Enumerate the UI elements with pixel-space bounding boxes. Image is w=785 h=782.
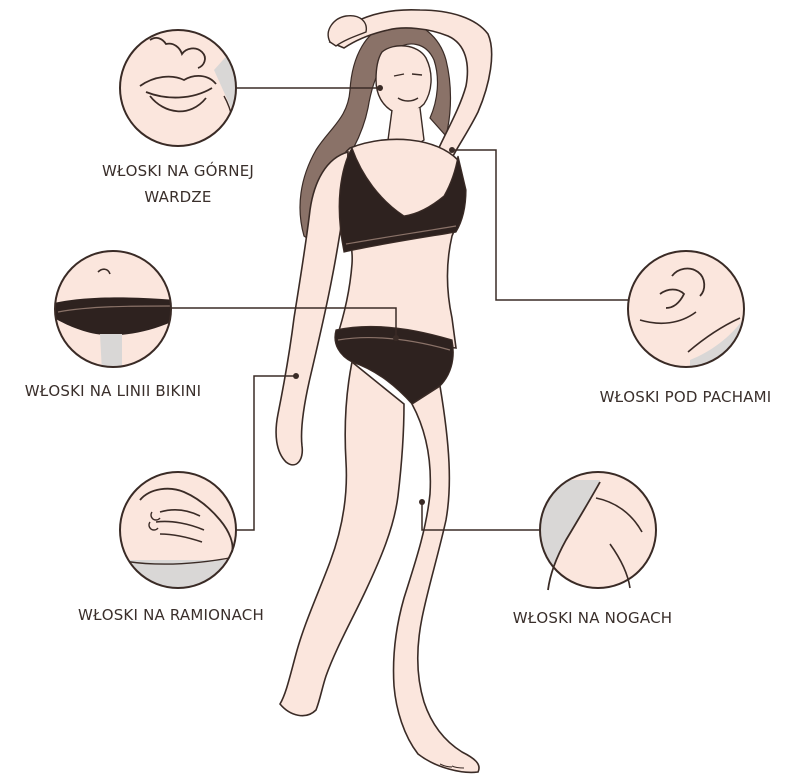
zoom-circle-bikini [50, 251, 176, 372]
zoom-circle-upper-lip [120, 30, 250, 150]
connector-underarm [452, 150, 628, 300]
label-upper-lip-line1: WŁOSKI NA GÓRNEJ [78, 158, 278, 184]
label-arms: WŁOSKI NA RAMIONACH [66, 602, 276, 628]
label-upper-lip-line2: WARDZE [78, 184, 278, 210]
face [376, 46, 431, 114]
label-bikini: WŁOSKI NA LINII BIKINI [8, 378, 218, 404]
zoom-circle-legs [530, 472, 656, 590]
front-leg [393, 386, 479, 772]
zoom-circle-arms [118, 472, 240, 600]
label-upper-lip: WŁOSKI NA GÓRNEJ WARDZE [78, 158, 278, 210]
zoom-circle-underarms [628, 251, 760, 380]
woman-figure [276, 10, 492, 773]
label-underarms: WŁOSKI POD PACHAMI [588, 384, 783, 410]
label-legs: WŁOSKI NA NOGACH [500, 605, 685, 631]
